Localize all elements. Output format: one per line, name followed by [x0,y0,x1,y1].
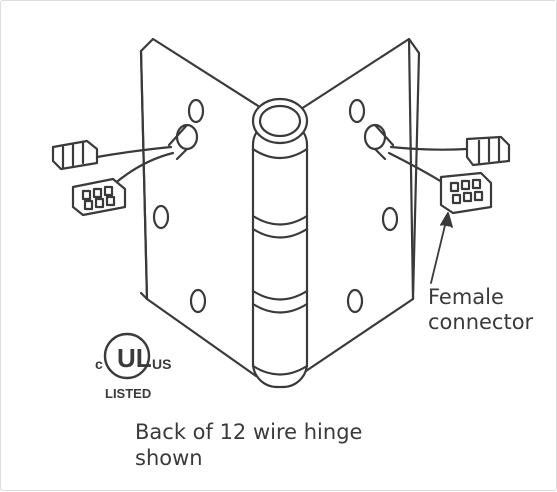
ul-center-text: UL [117,343,152,373]
left-leaf-hole [187,98,205,124]
left-hinge-leaf [139,37,265,378]
left-leaf-hole [189,288,207,314]
ul-listed-text: LISTED [105,386,151,401]
callout-line-2: connector [428,310,534,334]
right-wire-harness [387,135,511,215]
left-leaf-hole [152,204,170,230]
right-hinge-leaf [299,37,421,375]
ul-circle-icon [103,332,151,380]
ul-us-letters: US [152,356,171,372]
ul-listed-mark: UL c US LISTED [95,332,171,401]
right-leaf-hole [346,288,364,314]
right-leaf-hole [381,206,399,232]
caption-line-2: shown [135,446,203,470]
female-connector-callout: Female connector [428,285,533,335]
callout-leader [430,212,453,284]
callout-line-1: Female [428,285,504,309]
right-leaf-hole [348,98,366,124]
figure-caption: Back of 12 wire hinge shown [135,419,362,471]
ul-c-letter: c [95,356,103,372]
caption-line-1: Back of 12 wire hinge [135,420,363,444]
left-wire-harness [51,139,175,217]
hinge-barrel [251,97,309,389]
